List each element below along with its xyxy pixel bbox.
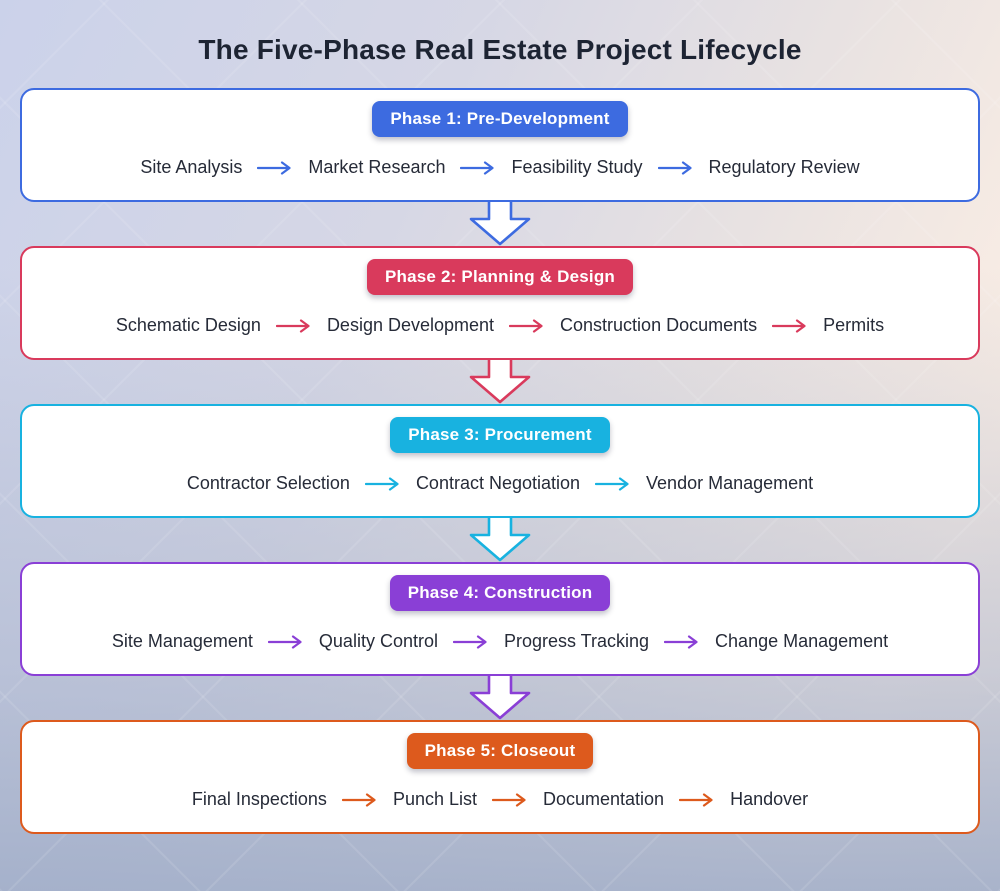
phase-badge: Phase 2: Planning & Design [366, 259, 634, 295]
phase-steps: Contractor Selection Contract Negotiation… [22, 473, 978, 494]
right-arrow-icon [664, 634, 698, 649]
step-label: Contract Negotiation [415, 473, 581, 493]
phase-section-3: Phase 3: Procurement Contractor Selectio… [0, 404, 1000, 562]
step-label: Punch List [392, 789, 477, 809]
phase-steps: Final Inspections Punch List Documentation… [22, 789, 978, 810]
phase-section-4: Phase 4: Construction Site Management Qua… [0, 562, 1000, 720]
phase-steps: Site Management Quality Control Progress T… [22, 631, 978, 652]
step-label: Handover [730, 789, 809, 809]
phase-steps: Schematic Design Design Development Constr… [22, 315, 978, 336]
phase-steps: Site Analysis Market Research Feasibility … [22, 157, 978, 178]
step-label: Documentation [543, 789, 665, 809]
phase-badge: Phase 5: Closeout [406, 733, 594, 769]
right-arrow-icon [267, 634, 302, 649]
right-arrow-icon [492, 792, 526, 807]
down-block-arrow-icon [0, 518, 1000, 562]
phase-box: Phase 2: Planning & Design Schematic Des… [20, 246, 980, 360]
step-label: Market Research [308, 157, 446, 177]
step-label: Permits [823, 315, 885, 335]
step-label: Contractor Selection [186, 473, 350, 493]
phase-box: Phase 4: Construction Site Management Qua… [20, 562, 980, 676]
step-label: Progress Tracking [503, 631, 650, 651]
right-arrow-icon [257, 160, 292, 175]
right-arrow-icon [595, 476, 629, 491]
step-label: Quality Control [318, 631, 438, 651]
phase-list: Phase 1: Pre-Development Site Analysis Ma… [0, 88, 1000, 834]
phase-badge: Phase 3: Procurement [390, 417, 610, 453]
down-block-arrow-icon [0, 676, 1000, 720]
step-label: Final Inspections [191, 789, 327, 809]
step-label: Feasibility Study [511, 157, 643, 177]
right-arrow-icon [364, 476, 399, 491]
right-arrow-icon [460, 160, 495, 175]
page-title: The Five-Phase Real Estate Project Lifec… [198, 34, 802, 65]
step-label: Design Development [326, 315, 495, 335]
phase-box: Phase 3: Procurement Contractor Selectio… [20, 404, 980, 518]
step-label: Schematic Design [115, 315, 261, 335]
step-label: Change Management [715, 631, 889, 651]
phase-box: Phase 1: Pre-Development Site Analysis Ma… [20, 88, 980, 202]
phase-box: Phase 5: Closeout Final Inspections Punch… [20, 720, 980, 834]
step-label: Site Management [111, 631, 253, 651]
step-label: Regulatory Review [708, 157, 860, 177]
right-arrow-icon [341, 792, 376, 807]
step-label: Vendor Management [646, 473, 814, 493]
right-arrow-icon [509, 318, 543, 333]
right-arrow-icon [275, 318, 310, 333]
phase-section-5: Phase 5: Closeout Final Inspections Punch… [0, 720, 1000, 834]
right-arrow-icon [772, 318, 806, 333]
right-arrow-icon [657, 160, 692, 175]
right-arrow-icon [452, 634, 487, 649]
down-block-arrow-icon [0, 360, 1000, 404]
down-block-arrow-icon [0, 202, 1000, 246]
step-label: Construction Documents [560, 315, 758, 335]
phase-section-1: Phase 1: Pre-Development Site Analysis Ma… [0, 88, 1000, 246]
phase-badge: Phase 1: Pre-Development [372, 101, 628, 137]
phase-badge: Phase 4: Construction [389, 575, 611, 611]
right-arrow-icon [679, 792, 713, 807]
step-label: Site Analysis [140, 157, 243, 177]
phase-section-2: Phase 2: Planning & Design Schematic Des… [0, 246, 1000, 404]
